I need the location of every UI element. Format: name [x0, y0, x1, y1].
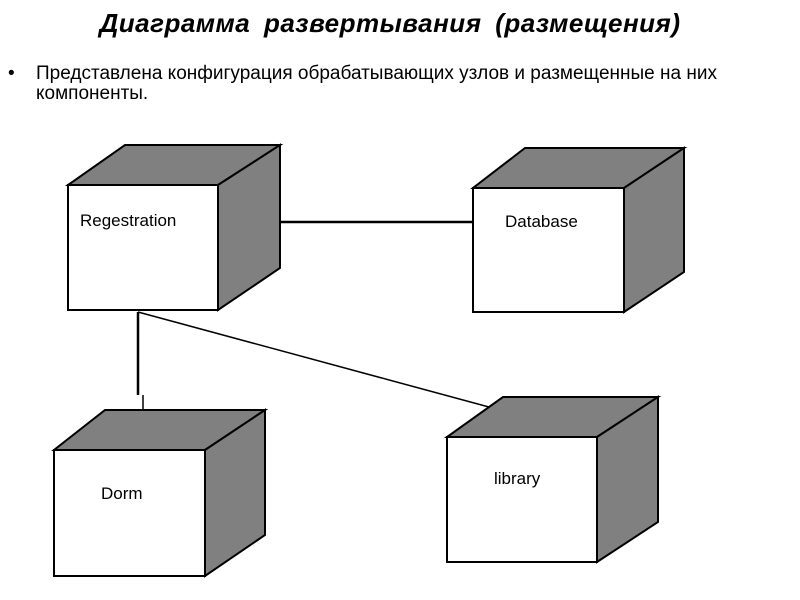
slide-title: Диаграмма развертывания (размещения)	[99, 8, 681, 38]
node-database-front	[472, 187, 625, 313]
bullet-dot-icon: •	[8, 63, 15, 84]
node-dorm-label: Dorm	[101, 484, 143, 503]
node-database[interactable]: Database	[470, 146, 688, 314]
node-dorm[interactable]: Dorm	[51, 408, 269, 578]
bullet-item: • Представлена конфигурация обрабатывающ…	[8, 64, 778, 104]
node-regestration-front	[67, 184, 219, 311]
node-regestration-label: Regestration	[80, 211, 176, 230]
bullet-text: Представлена конфигурация обрабатывающих…	[36, 63, 717, 104]
node-library[interactable]: library	[443, 395, 662, 564]
node-library-label: library	[494, 469, 541, 488]
connector-regestration-library	[137, 311, 501, 411]
node-library-front	[446, 436, 598, 563]
node-dorm-front	[53, 449, 206, 577]
node-regestration[interactable]: Regestration	[64, 143, 284, 312]
node-database-label: Database	[505, 212, 578, 231]
